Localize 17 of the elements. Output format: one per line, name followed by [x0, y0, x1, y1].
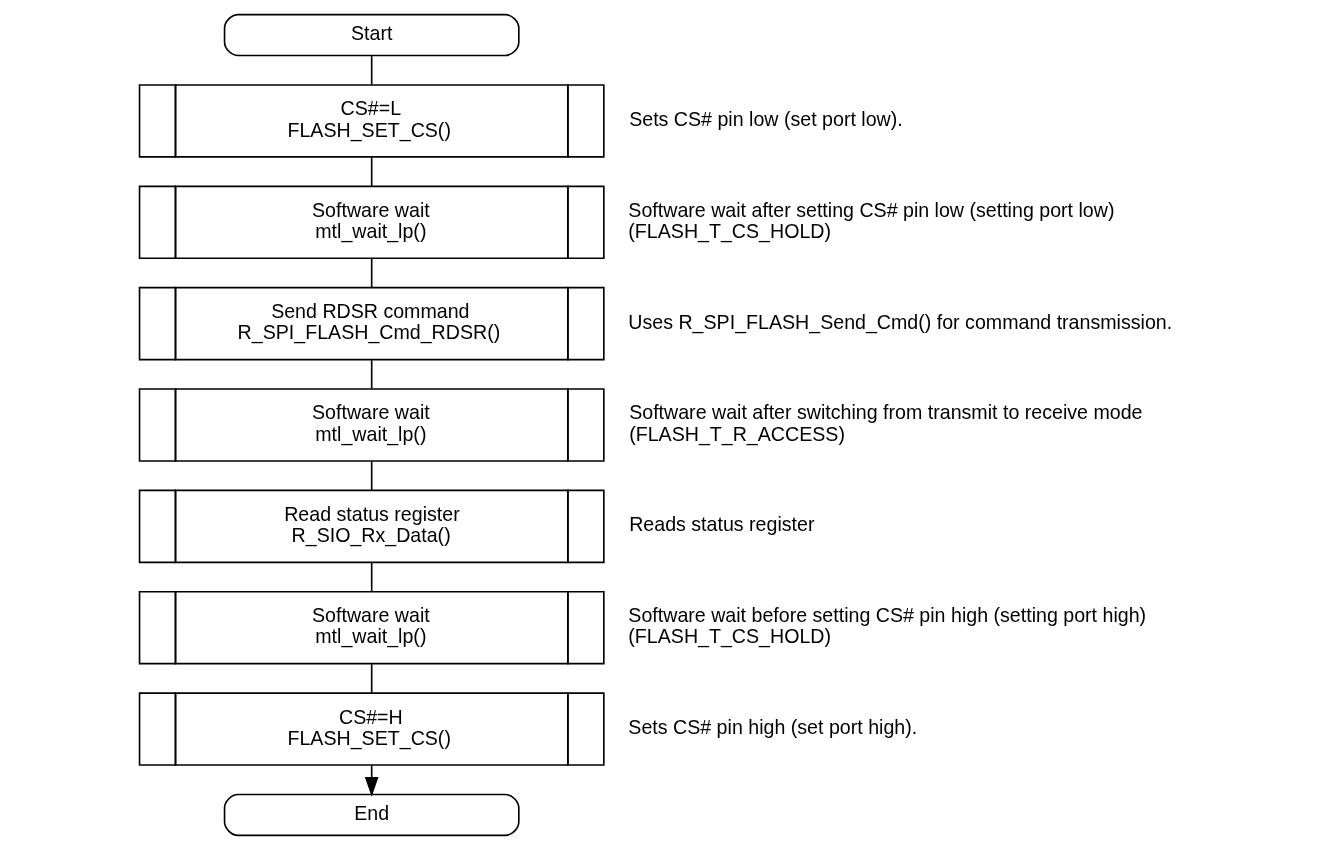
node-label: Software wait before setting CS# pin high (setting port high) (FLASH_T_CS_HOLD)	[628, 604, 1147, 648]
node-box: Start	[223, 13, 520, 57]
arrow	[364, 764, 379, 797]
node-label: Software wait after switching from transmit to receive mode (FLASH_T_R_ACCESS)	[629, 401, 1143, 445]
node-label: Reads status register	[629, 513, 815, 536]
connector	[370, 460, 373, 491]
node-label: Uses R_SPI_FLASH_Send_Cmd() for command transmission.	[628, 310, 1173, 333]
connector	[370, 156, 373, 187]
node-label: Sets CS# pin low (set port low).	[629, 107, 903, 130]
node-box: End	[223, 793, 520, 837]
node-label: Sets CS# pin high (set port high).	[628, 716, 918, 739]
connector	[370, 663, 373, 694]
node-label: Software wait after setting CS# pin low (setting port low) (FLASH_T_CS_HOLD)	[628, 198, 1115, 242]
connector	[370, 55, 373, 86]
connector	[370, 562, 373, 593]
connector	[370, 359, 373, 390]
connector	[370, 257, 373, 289]
